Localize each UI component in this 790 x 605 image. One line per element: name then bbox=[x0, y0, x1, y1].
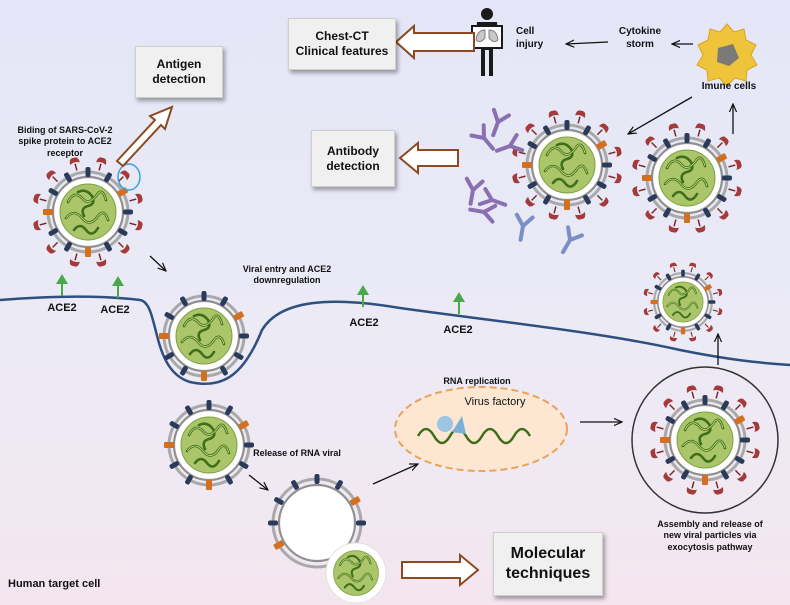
ribosome-icon bbox=[452, 416, 466, 434]
ace2-label-2: ACE2 bbox=[100, 304, 130, 316]
virus-factory bbox=[394, 386, 568, 472]
rna-strand bbox=[416, 427, 532, 445]
assembly-line2: new viral particles via bbox=[663, 530, 757, 541]
arrow-cytokine-to-injury bbox=[566, 42, 609, 44]
binding-line1: Biding of SARS-CoV-2 bbox=[17, 125, 113, 135]
binding-line3: receptor bbox=[46, 147, 83, 158]
release-rna-label: Release of RNA viral bbox=[253, 448, 341, 458]
antibody-icon bbox=[554, 225, 584, 259]
virus-particle-icon bbox=[649, 384, 760, 495]
virus-particle-icon bbox=[511, 109, 622, 220]
arrow-to-factory bbox=[372, 463, 418, 485]
antibody-line2: detection bbox=[326, 158, 380, 173]
ace2-label-1: ACE2 bbox=[47, 302, 77, 314]
empty-vesicle bbox=[268, 474, 366, 569]
viral-entry-line1: Viral entry and ACE2 bbox=[242, 264, 332, 274]
arrow-to-antibody bbox=[398, 140, 459, 176]
arrow-to-chest-ct bbox=[394, 23, 475, 61]
chest-ct-line2: Clinical features bbox=[295, 44, 389, 58]
ace2-label-4: ACE2 bbox=[443, 324, 473, 336]
chest-ct-line1: Chest-CT bbox=[315, 29, 369, 43]
viral-entry-line2: downregulation bbox=[253, 275, 321, 286]
ace2-receptor bbox=[111, 275, 125, 299]
arrow-from-immune-cells bbox=[628, 96, 693, 134]
virus-particle-icon bbox=[643, 262, 723, 342]
binding-highlight bbox=[117, 163, 141, 191]
antigen-line2: detection bbox=[152, 72, 206, 86]
antibody-line1: Antibody bbox=[327, 143, 379, 158]
virus-particle-icon bbox=[631, 122, 742, 233]
cell-injury-line2: injury bbox=[516, 38, 544, 50]
binding-line2: spike protein to ACE2 bbox=[18, 136, 112, 147]
antibody-box: Antibody detection bbox=[311, 130, 395, 187]
human-body-icon bbox=[471, 8, 503, 76]
ace2-label-3: ACE2 bbox=[349, 317, 379, 329]
antibody-icon bbox=[483, 107, 511, 140]
molecular-box: Molecular techniques bbox=[493, 532, 603, 596]
binding-label: Biding of SARS-CoV-2 spike protein to AC… bbox=[12, 125, 118, 159]
antibody-icon bbox=[492, 133, 525, 161]
immune-cell-icon bbox=[696, 23, 758, 87]
antibody-icon bbox=[460, 176, 485, 208]
ace2-receptor bbox=[55, 273, 69, 297]
ribosome-icon bbox=[437, 416, 453, 432]
assembly-line1: Assembly and release of bbox=[657, 519, 763, 529]
assembly-line3: exocytosis pathway bbox=[667, 541, 753, 552]
immune-cells-label: Imune cells bbox=[701, 81, 757, 92]
virus-particle-icon bbox=[32, 156, 143, 267]
released-rna-core bbox=[325, 542, 387, 604]
arrow-binding-to-entry bbox=[149, 255, 166, 271]
cell-membrane bbox=[0, 295, 790, 386]
virus-factory-label: Virus factory bbox=[464, 396, 526, 408]
arrow-release-to-vesicle bbox=[248, 474, 268, 490]
cytokine-line2: storm bbox=[626, 38, 654, 50]
virus-particle-icon bbox=[164, 400, 254, 490]
rna-replication-label: RNA replication bbox=[443, 376, 511, 386]
human-cell-label: Human target cell bbox=[8, 578, 101, 590]
antigen-line1: Antigen bbox=[156, 57, 202, 71]
viral-entry-label: Viral entry and ACE2 downregulation bbox=[232, 264, 342, 287]
cytokine-label: Cytokine storm bbox=[610, 26, 670, 51]
antibody-icon bbox=[510, 212, 535, 244]
cytokine-line1: Cytokine bbox=[618, 26, 662, 37]
molecular-line2: techniques bbox=[505, 565, 591, 582]
antigen-box: Antigen detection bbox=[135, 46, 223, 98]
assembly-label: Assembly and release of new viral partic… bbox=[652, 519, 768, 553]
virus-particle-icon bbox=[159, 291, 249, 381]
chest-ct-box: Chest-CT Clinical features bbox=[288, 18, 396, 70]
cell-injury-line1: Cell bbox=[516, 26, 535, 37]
arrow-to-molecular bbox=[401, 552, 480, 588]
assembly-vesicle bbox=[631, 366, 779, 514]
ace2-receptor bbox=[452, 291, 466, 315]
molecular-line1: Molecular bbox=[510, 545, 586, 562]
cell-injury-label: Cell injury bbox=[516, 26, 558, 51]
arrow-to-antigen bbox=[115, 105, 174, 168]
